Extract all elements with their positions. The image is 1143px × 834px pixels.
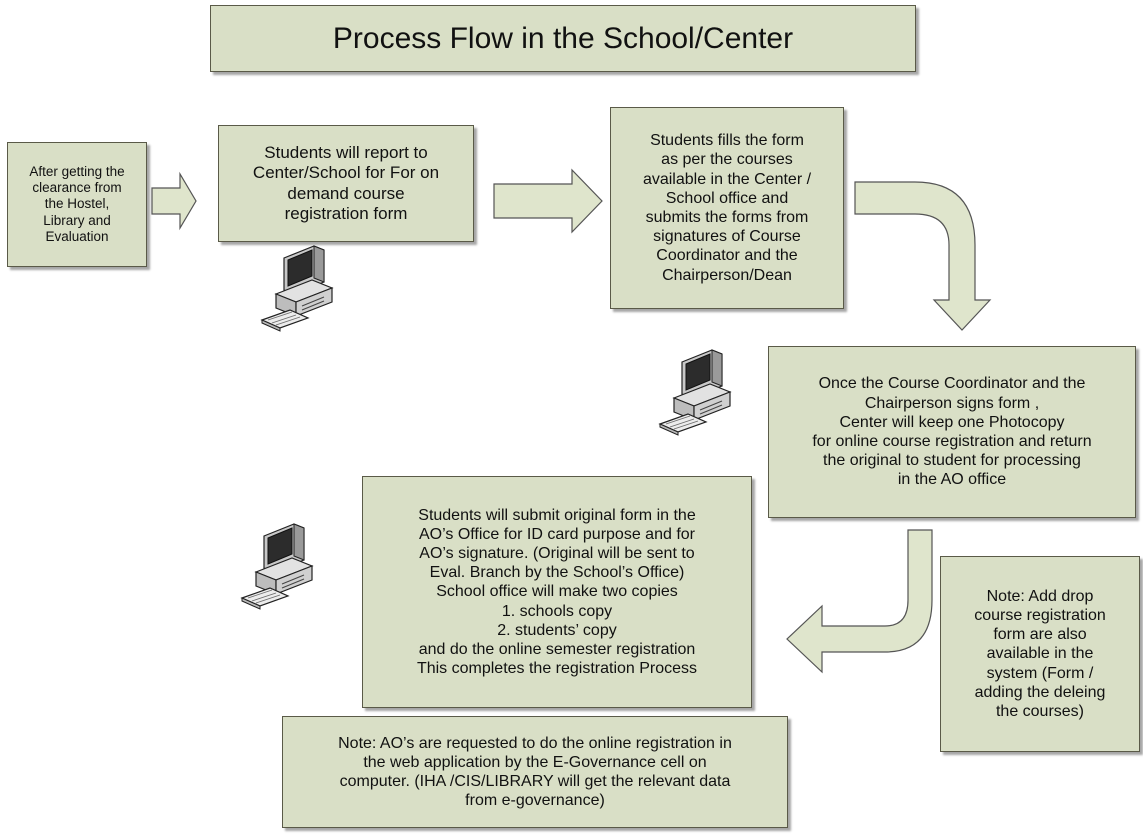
step-fill-form: Students fills the form as per the cours… — [610, 107, 844, 309]
computer-icon — [659, 349, 731, 436]
computer-icon — [241, 523, 313, 610]
note-add-drop: Note: Add drop course registration form … — [940, 556, 1140, 752]
step-submit-original: Students will submit original form in th… — [362, 476, 752, 708]
page-title: Process Flow in the School/Center — [210, 5, 916, 72]
step-report-center: Students will report to Center/School fo… — [218, 125, 474, 242]
step-clearance: After getting the clearance from the Hos… — [7, 142, 147, 267]
arrow-right-1 — [151, 171, 197, 231]
arrow-right-2 — [493, 168, 603, 234]
arrow-bent-down — [854, 181, 992, 331]
computer-icon — [261, 245, 333, 332]
note-ao-online-registration: Note: AO’s are requested to do the onlin… — [282, 716, 788, 828]
arrow-bent-left — [786, 529, 933, 674]
step-sign-form: Once the Course Coordinator and the Chai… — [768, 346, 1136, 518]
